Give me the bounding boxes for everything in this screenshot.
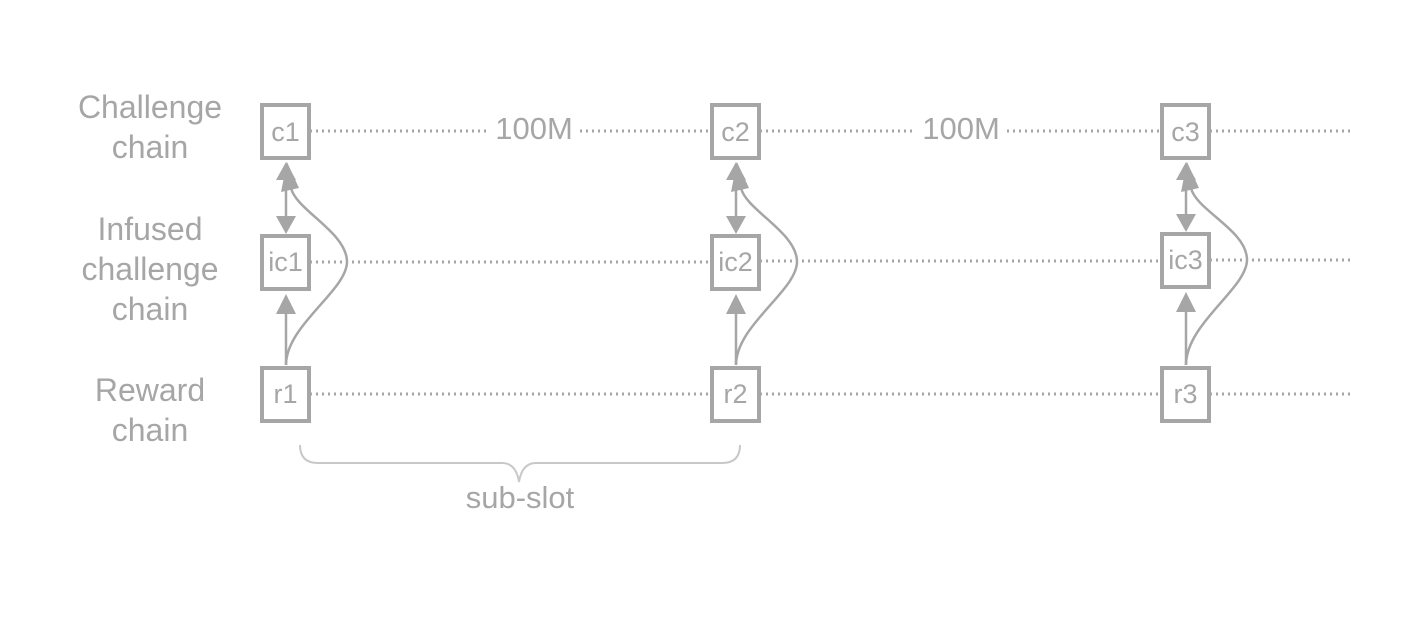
column-3-arrows <box>1176 162 1249 366</box>
node-r3: r3 <box>1160 366 1211 423</box>
arrow-head-down <box>276 216 296 234</box>
row-label-line: challenge <box>82 251 219 287</box>
distance-label: 100M <box>922 111 1000 146</box>
row-label-line: Reward <box>95 372 205 408</box>
node-label: c3 <box>1171 117 1200 147</box>
row-label-line: chain <box>112 129 189 165</box>
row-label-infused-challenge-chain: Infused challenge chain <box>82 211 219 327</box>
arrow-head-curve <box>1181 162 1199 192</box>
node-label: ic1 <box>268 247 303 277</box>
curved-arrow <box>284 187 349 366</box>
node-label: ic2 <box>718 247 753 277</box>
row-label-challenge-chain: Challenge chain <box>78 89 222 165</box>
node-label: r3 <box>1173 379 1197 409</box>
arrow-head-curve <box>731 162 749 192</box>
node-label: ic3 <box>1168 245 1203 275</box>
row-label-line: chain <box>112 412 189 448</box>
node-r2: r2 <box>710 366 761 423</box>
node-label: c1 <box>271 117 300 147</box>
sub-slot-label: sub-slot <box>466 480 575 515</box>
arrow-head-up <box>726 294 746 314</box>
column-1-arrows <box>276 162 349 366</box>
node-ic3: ic3 <box>1160 232 1211 289</box>
node-c2: c2 <box>710 103 761 160</box>
node-label: c2 <box>721 117 750 147</box>
distance-label: 100M <box>495 111 573 146</box>
arrow-head-curve <box>281 162 299 192</box>
arrow-head-up <box>276 294 296 314</box>
row-label-reward-chain: Reward chain <box>95 372 205 448</box>
row-label-line: Infused <box>98 211 203 247</box>
sub-slot-brace <box>299 444 741 483</box>
row-label-line: Challenge <box>78 89 222 125</box>
node-label: r2 <box>723 379 747 409</box>
curved-arrow <box>734 187 799 366</box>
node-label: r1 <box>273 379 297 409</box>
arrow-head-down <box>726 216 746 234</box>
node-ic2: ic2 <box>710 234 761 291</box>
arrow-head-up <box>1176 292 1196 312</box>
node-c3: c3 <box>1160 103 1211 160</box>
column-2-arrows <box>726 162 799 366</box>
node-ic1: ic1 <box>260 234 311 291</box>
row-label-line: chain <box>112 291 189 327</box>
arrow-head-down <box>1176 214 1196 232</box>
node-r1: r1 <box>260 366 311 423</box>
curved-arrow <box>1184 187 1249 366</box>
node-c1: c1 <box>260 103 311 160</box>
